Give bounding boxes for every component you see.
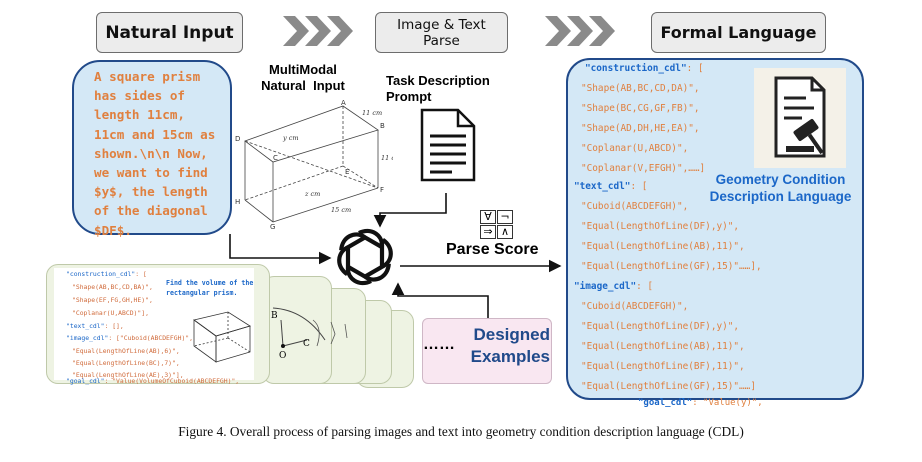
header-parse-label: Image & Text Parse <box>397 16 486 49</box>
designed-examples-box <box>422 318 552 384</box>
circle-figure: B O C <box>271 307 348 361</box>
header-parse: Image & Text Parse <box>375 12 508 53</box>
ex-construction-0: "Shape(AB,BC,CD,BA)", <box>72 283 153 291</box>
vertex-g: G <box>270 223 275 230</box>
vertex-b: B <box>380 122 385 130</box>
vertex-a: A <box>341 100 346 107</box>
task-description-label: Task Description Prompt <box>386 73 490 104</box>
vertex-f: F <box>380 186 384 194</box>
fl-text-1: "Equal(LengthOfLine(DF),y)", <box>581 221 740 232</box>
fl-image-3: "Equal(LengthOfLine(BF),11)", <box>581 361 745 372</box>
fl-image-4: "Equal(LengthOfLine(GF),15)"……] <box>581 381 756 392</box>
natural-input-text: A square prism has sides of length 11cm,… <box>94 69 216 238</box>
implies-symbol: ⇒ <box>480 225 496 239</box>
ex-text-key: "text_cdl" <box>66 322 105 330</box>
chevron-arrows-icon-2 <box>545 16 615 46</box>
ex-construction-2: "Coplanar(U,ABCD)"], <box>72 309 149 317</box>
image-key: "image_cdl" <box>574 281 637 292</box>
header-natural-input-label: Natural Input <box>105 22 234 43</box>
goal-value: "Value(y)", <box>703 398 763 408</box>
multimodal-label: MultiModal Natural Input <box>261 62 345 93</box>
fl-image-0: "Cuboid(ABCDEFGH)", <box>581 301 689 312</box>
logic-symbols-icon: ∀ ¬ ⇒ ∧ <box>480 210 514 240</box>
ex-question: Find the volume of the rectangular prism… <box>166 279 254 297</box>
ex-image-key: "image_cdl" <box>66 334 109 342</box>
forall-symbol: ∀ <box>480 210 496 224</box>
vertex-h: H <box>235 198 240 206</box>
ai-model-logo-icon <box>337 228 393 286</box>
dim-top: 11 cm <box>362 109 382 117</box>
fl-construction-3: "Coplanar(U,ABCD)", <box>581 143 689 154</box>
document-icon <box>420 108 476 182</box>
header-formal-language: Formal Language <box>651 12 826 53</box>
fl-text-key: "text_cdl": [ <box>574 181 648 192</box>
fl-text-0: "Cuboid(ABCDEFGH)", <box>581 201 689 212</box>
gcdl-label: Geometry Condition Description Language <box>709 172 852 204</box>
fl-construction-4: "Coplanar(V,EFGH)",……] <box>581 163 706 174</box>
designed-examples-label: Designed Examples <box>470 325 550 366</box>
ex-image-first: ["Cuboid(ABCDEFGH)", <box>116 334 193 342</box>
fl-construction-1: "Shape(BC,CG,GF,FB)", <box>581 103 700 114</box>
parse-score-label: Parse Score <box>446 241 539 258</box>
header-natural-input: Natural Input <box>96 12 243 53</box>
and-symbol: ∧ <box>497 225 513 239</box>
vertex-e: E <box>345 168 349 176</box>
text-key: "text_cdl" <box>574 181 631 192</box>
fl-construction-0: "Shape(AB,BC,CD,DA)", <box>581 83 700 94</box>
natural-input-box <box>72 60 232 235</box>
dim-y: y cm <box>282 134 299 142</box>
circle-label-c: C <box>303 339 310 349</box>
prism-figure: A B C D E F G H 11 cm 11 cm 15 cm y cm z… <box>235 100 393 230</box>
ex-goal-value: "Value(VolumeOfCuboid(ABCDEFGH)", <box>112 377 240 385</box>
dim-bottom: 15 cm <box>331 206 351 214</box>
cube-figure <box>193 311 251 363</box>
header-formal-language-label: Formal Language <box>660 23 817 42</box>
ex-image: "image_cdl": ["Cuboid(ABCDEFGH)", <box>66 334 193 342</box>
fl-construction-2: "Shape(AD,DH,HE,EA)", <box>581 123 700 134</box>
legal-document-icon <box>754 68 846 168</box>
dim-z: z cm <box>304 190 320 198</box>
circle-label-b: B <box>271 311 278 321</box>
example-card-1-paper <box>54 268 254 380</box>
ex-construction-1: "Shape(EF,FG,GH,HE)", <box>72 296 153 304</box>
not-symbol: ¬ <box>497 210 513 224</box>
vertex-d: D <box>235 135 240 143</box>
fl-text-3: "Equal(LengthOfLine(GF),15)"……], <box>581 261 762 272</box>
figure-caption: Figure 4. Overall process of parsing ima… <box>178 424 744 439</box>
vertex-c: C <box>273 154 278 162</box>
circle-label-o: O <box>279 351 286 361</box>
ex-construction-key-text: "construction_cdl" <box>66 270 136 278</box>
ex-image-0: "Equal(LengthOfLine(AB),6)", <box>72 347 180 355</box>
fl-goal: "goal_cdl": "Value(y)", <box>638 398 763 408</box>
ex-goal-key: "goal_cdl" <box>66 377 105 385</box>
ex-construction-key: "construction_cdl": [ <box>66 270 147 278</box>
ex-image-2: "Equal(LengthOfLine(AE),3)"], <box>72 371 184 379</box>
chevron-arrows-icon <box>283 16 353 46</box>
fl-image-key: "image_cdl": [ <box>574 281 654 292</box>
ellipsis-label: …… <box>423 336 455 353</box>
ex-image-1: "Equal(LengthOfLine(BC),7)", <box>72 359 180 367</box>
dim-right: 11 cm <box>381 154 393 162</box>
ex-goal: "goal_cdl": "Value(VolumeOfCuboid(ABCDEF… <box>66 377 240 385</box>
fl-image-1: "Equal(LengthOfLine(DF),y)", <box>581 321 740 332</box>
fl-construction-key: "construction_cdl": [ <box>585 63 704 74</box>
fl-image-2: "Equal(LengthOfLine(AB),11)", <box>581 341 745 352</box>
ex-text-value: [], <box>112 322 124 330</box>
ex-text: "text_cdl": [], <box>66 322 124 330</box>
construction-key: "construction_cdl" <box>585 63 687 74</box>
example-card-2 <box>262 276 332 384</box>
goal-key: "goal_cdl" <box>638 398 693 408</box>
fl-text-2: "Equal(LengthOfLine(AB),11)", <box>581 241 745 252</box>
